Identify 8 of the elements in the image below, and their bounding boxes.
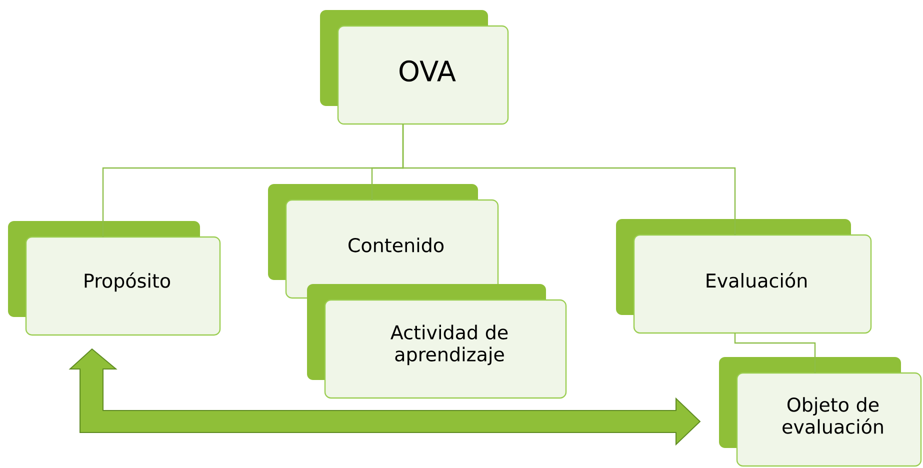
- process-box: OVA: [320, 10, 509, 125]
- process-box: Actividad de aprendizaje: [307, 284, 567, 399]
- process-box: Evaluación: [616, 219, 872, 334]
- connector-line: [402, 124, 736, 235]
- connector-line: [734, 333, 816, 373]
- process-box: Objeto de evaluación: [719, 357, 922, 467]
- double-arrow: [68, 348, 701, 446]
- process-box: Propósito: [8, 221, 221, 336]
